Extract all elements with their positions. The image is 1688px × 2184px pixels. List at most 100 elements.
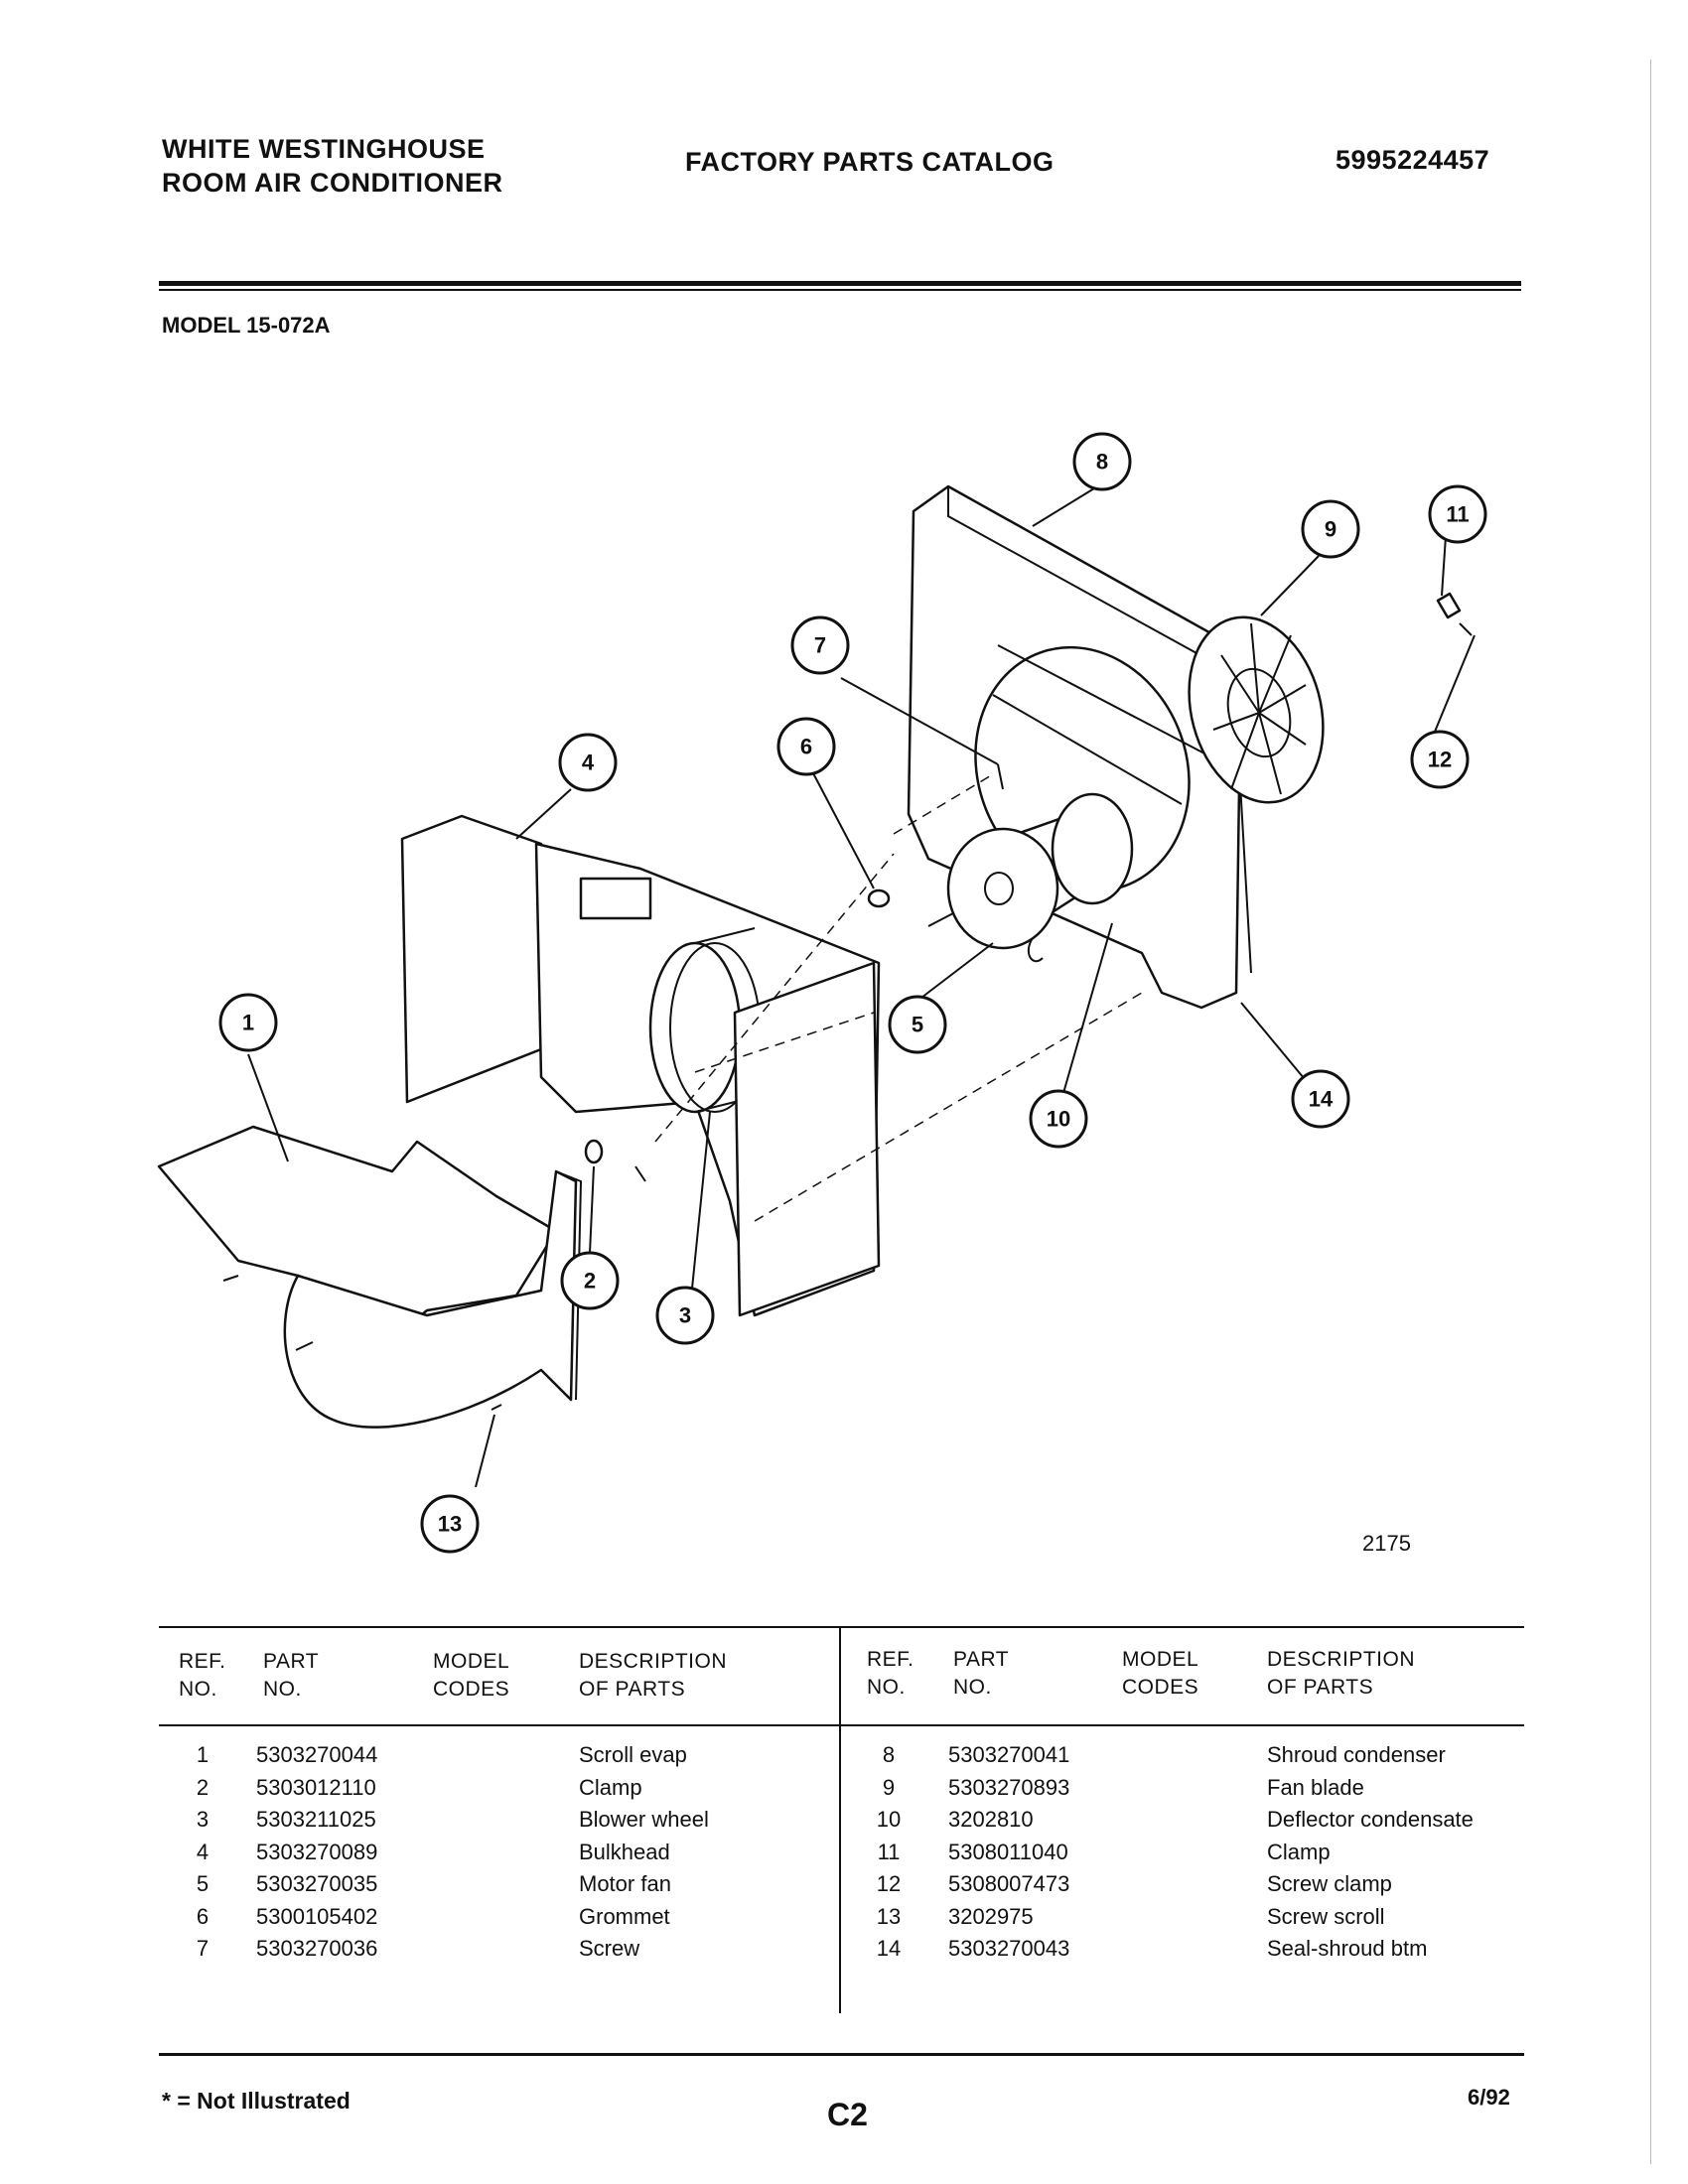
table-row-desc: Grommet [579,1903,670,1929]
table-row-part: 3202810 [948,1807,1034,1832]
callout-3-label: 3 [679,1303,691,1328]
fan-blade-drawing [1188,615,1325,804]
header-model-line1: MODEL [433,1650,510,1673]
header-divider [159,281,1521,286]
callout-11: 11 [1428,484,1487,544]
callout-2: 2 [560,1251,620,1310]
table-row-part: 5303012110 [256,1774,376,1800]
header-part-line1: PART [263,1650,320,1673]
table-row-ref: 14 [876,1936,902,1961]
table-row-desc: Clamp [579,1774,642,1800]
brand-title: WHITE WESTINGHOUSE ROOM AIR CONDITIONER [162,132,503,200]
brand-line-1: WHITE WESTINGHOUSE [162,134,486,164]
blower-wheel-drawing [648,927,881,1317]
callout-8-label: 8 [1096,450,1108,475]
callout-4-label: 4 [582,751,595,775]
table-row-part: 5303270035 [256,1871,378,1896]
header-ref-line1: REF. [179,1650,226,1673]
footnote: * = Not Illustrated [162,2088,351,2114]
header-model-codes: MODEL CODES [433,1648,509,1704]
callout-7: 7 [790,615,850,675]
motor-fan-drawing [927,792,1134,963]
page-number: C2 [827,2097,868,2132]
table-row-part: 5303270089 [256,1839,378,1864]
clamp-drawing [584,1139,604,1164]
table-row-desc: Clamp [1267,1839,1331,1864]
table-row-desc: Motor fan [579,1871,671,1896]
diagram-code: 2175 [1362,1531,1411,1556]
header-model-line2: CODES [433,1678,510,1701]
table-row-ref: 3 [196,1807,210,1832]
right-desc-column: Shroud condenser Fan blade Deflector con… [1267,1739,1474,1966]
table-row-ref: 7 [196,1936,210,1961]
table-row-ref: 13 [876,1903,902,1929]
callout-7-label: 7 [814,633,826,658]
header-part-line2-right: NO. [953,1676,992,1699]
table-row-ref: 6 [196,1903,210,1929]
header-model-line2-right: CODES [1122,1676,1199,1699]
header-description-right: DESCRIPTION OF PARTS [1267,1646,1415,1702]
left-ref-column: 1 2 3 4 5 6 7 [183,1739,222,1966]
table-row-ref: 10 [876,1807,902,1832]
catalog-number: 5995224457 [1336,145,1490,175]
callout-5-label: 5 [912,1013,923,1037]
header-desc-line2-right: OF PARTS [1267,1676,1374,1699]
header-ref-line2: NO. [179,1678,217,1701]
header-ref-line2-right: NO. [867,1676,906,1699]
table-row-ref: 8 [882,1742,896,1767]
table-row-ref: 5 [196,1871,210,1896]
callout-9-label: 9 [1325,517,1336,542]
table-row-part: 5303270043 [948,1936,1070,1961]
table-row-ref: 12 [876,1871,902,1896]
table-row-desc: Shroud condenser [1267,1742,1446,1767]
table-row-ref: 4 [196,1839,210,1864]
right-ref-column: 8 9 10 11 12 13 14 [869,1739,909,1966]
callout-13: 13 [420,1494,480,1554]
callout-6-label: 6 [800,735,812,759]
callout-14: 14 [1291,1069,1350,1129]
callout-11-label: 11 [1446,502,1469,527]
callout-13-label: 13 [438,1512,462,1537]
callout-1-label: 1 [242,1011,254,1035]
clamp-top-drawing [1436,592,1462,619]
left-desc-column: Scroll evap Clamp Blower wheel Bulkhead … [579,1739,709,1966]
header-part-no: PART NO. [263,1648,319,1704]
table-row-part: 5303270893 [948,1774,1070,1800]
table-column-divider [839,1626,841,2013]
table-row-desc: Screw [579,1936,640,1961]
header-desc-line2: OF PARTS [579,1678,686,1701]
header-part-no-right: PART NO. [953,1646,1009,1702]
header-part-line2: NO. [263,1678,302,1701]
table-row-desc: Blower wheel [579,1807,709,1832]
brand-line-2: ROOM AIR CONDITIONER [162,168,503,198]
callout-12: 12 [1410,730,1470,789]
header-desc-line1-right: DESCRIPTION [1267,1648,1416,1671]
table-row-desc: Scroll evap [579,1742,687,1767]
table-row-part: 5303270036 [256,1936,378,1961]
table-row-desc: Fan blade [1267,1774,1364,1800]
right-part-column: 5303270041 5303270893 3202810 5308011040… [948,1739,1069,1966]
table-row-desc: Screw clamp [1267,1871,1392,1896]
table-row-part: 5303270044 [256,1742,378,1767]
header-description: DESCRIPTION OF PARTS [579,1648,727,1704]
grommet-drawing [867,888,891,908]
revision-date: 6/92 [1468,2085,1510,2110]
callout-14-label: 14 [1309,1087,1334,1112]
table-row-ref: 2 [196,1774,210,1800]
callout-10: 10 [1029,1089,1088,1149]
header-ref-no: REF. NO. [179,1648,226,1704]
header-ref-line1-right: REF. [867,1648,914,1671]
table-row-part: 5308007473 [948,1871,1070,1896]
callout-3: 3 [655,1286,715,1345]
callout-4: 4 [558,733,618,792]
table-bottom-rule [159,2053,1524,2056]
table-row-part: 3202975 [948,1903,1034,1929]
table-row-ref: 1 [196,1742,210,1767]
callout-8: 8 [1072,432,1132,491]
table-row-ref: 11 [877,1839,901,1864]
table-row-part: 5308011040 [948,1839,1068,1864]
table-row-desc: Screw scroll [1267,1903,1385,1929]
header-model-line1-right: MODEL [1122,1648,1199,1671]
header-divider-thin [159,289,1521,291]
scroll-evap-drawing [157,1125,583,1429]
